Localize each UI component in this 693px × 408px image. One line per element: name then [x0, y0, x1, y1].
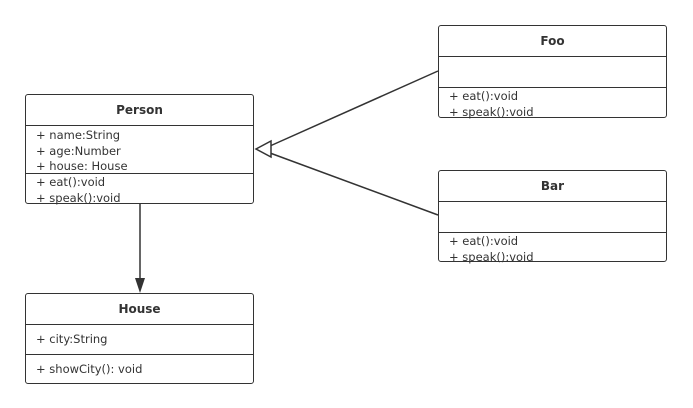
attribute: + name:String	[36, 128, 121, 142]
attribute: + house: House	[36, 159, 128, 173]
method: + eat():void	[449, 234, 519, 248]
attributes-section	[439, 57, 666, 88]
class-foo[interactable]: Foo + eat():void + speak():void	[438, 25, 667, 120]
class-house[interactable]: House + city:String + showCity(): void	[25, 293, 254, 384]
method: + showCity(): void	[36, 362, 143, 376]
bar-generalization-line	[269, 152, 439, 216]
attributes-section: + name:String + age:Number + house: Hous…	[26, 126, 253, 174]
method: + speak():void	[449, 104, 534, 119]
class-name: Bar	[439, 171, 666, 202]
association-arrowhead-icon	[135, 278, 145, 293]
method: + eat():void	[36, 175, 106, 189]
attribute: + age:Number	[36, 143, 121, 158]
class-name: Foo	[439, 26, 666, 57]
method: + speak():void	[449, 249, 534, 264]
generalization-arrowhead-icon	[254, 139, 272, 159]
attributes-section: + city:String	[26, 325, 253, 355]
attribute: + city:String	[36, 332, 108, 346]
class-name: Person	[26, 95, 253, 126]
method: + eat():void	[449, 89, 519, 103]
class-bar[interactable]: Bar + eat():void + speak():void	[438, 170, 667, 265]
attributes-section	[439, 202, 666, 233]
class-name: House	[26, 294, 253, 325]
methods-section: + eat():void + speak():void	[439, 88, 666, 120]
class-person[interactable]: Person + name:String + age:Number + hous…	[25, 94, 254, 206]
methods-section: + eat():void + speak():void	[26, 174, 253, 206]
foo-generalization-line	[269, 70, 439, 147]
methods-section: + eat():void + speak():void	[439, 233, 666, 265]
method: + speak():void	[36, 190, 121, 205]
methods-section: + showCity(): void	[26, 355, 253, 378]
